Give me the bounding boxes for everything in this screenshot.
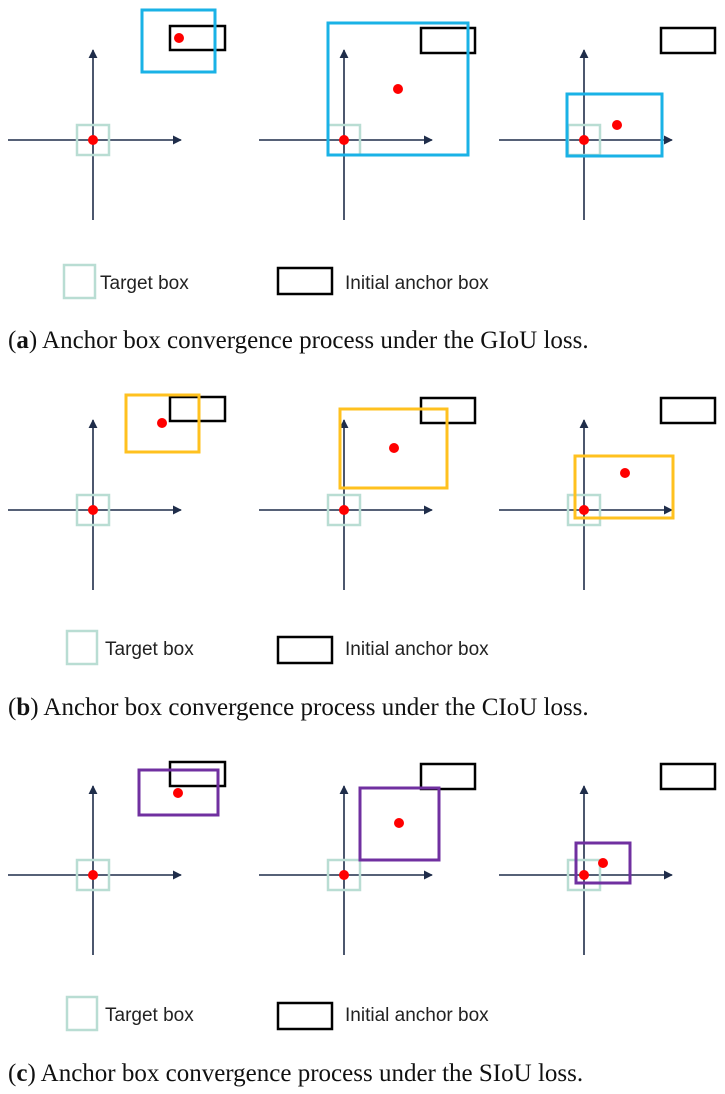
- panel-a: Target box Initial anchor box (a) Anchor b…: [8, 8, 717, 354]
- target-box: [326, 858, 362, 892]
- target-center-point: [579, 135, 589, 145]
- initial-anchor-box: [168, 760, 227, 788]
- caption-open-paren: (: [8, 1060, 16, 1087]
- panel-a-step-2: [259, 21, 477, 220]
- panel-c-step-2: [259, 762, 477, 955]
- caption-open-paren: (: [8, 327, 16, 354]
- legend-b: Target box Initial anchor box: [65, 629, 489, 666]
- legend-target-swatch: [65, 629, 99, 666]
- target-center-point: [579, 870, 589, 880]
- predicted-box: [140, 8, 217, 74]
- target-center-point: [339, 135, 349, 145]
- predicted-center-point: [394, 818, 404, 828]
- panel-c: Target box Initial anchor box (c) Anchor b…: [8, 760, 717, 1087]
- caption-letter: b: [16, 694, 30, 721]
- predicted-center-point: [598, 858, 608, 868]
- target-center-point: [339, 870, 349, 880]
- predicted-center-point: [620, 468, 630, 478]
- predicted-box: [574, 841, 632, 885]
- predicted-center-point: [157, 418, 167, 428]
- predicted-center-point: [389, 443, 399, 453]
- target-box: [326, 493, 362, 527]
- legend-target-label: Target box: [100, 273, 189, 294]
- predicted-box: [338, 407, 449, 490]
- legend-anchor-swatch: [276, 266, 334, 296]
- target-box: [75, 858, 111, 892]
- caption-letter: c: [16, 1060, 27, 1087]
- caption-text: Anchor box convergence process under the…: [37, 327, 588, 354]
- target-box: [75, 493, 111, 527]
- predicted-center-point: [393, 84, 403, 94]
- predicted-box: [565, 92, 664, 158]
- target-center-point: [88, 135, 98, 145]
- panel-a-step-1: [8, 8, 227, 220]
- target-center-point: [579, 505, 589, 515]
- predicted-box: [124, 393, 201, 454]
- caption-text: Anchor box convergence process under the…: [36, 1060, 583, 1087]
- initial-anchor-box: [659, 762, 717, 791]
- predicted-box: [573, 454, 675, 520]
- caption-a: (a) Anchor box convergence process under…: [8, 327, 589, 354]
- caption-text: Anchor box convergence process under the…: [39, 694, 589, 721]
- initial-anchor-box: [659, 396, 717, 425]
- panel-c-step-3: [499, 762, 717, 955]
- predicted-center-point: [174, 33, 184, 43]
- predicted-box: [358, 786, 441, 862]
- legend-target-label: Target box: [105, 1005, 194, 1026]
- legend-target-swatch: [62, 263, 97, 300]
- legend-a: Target box Initial anchor box: [62, 263, 489, 300]
- panel-b: Target box Initial anchor box (b) Anchor b…: [8, 393, 717, 721]
- legend-target-swatch: [65, 995, 99, 1032]
- caption-c: (c) Anchor box convergence process under…: [8, 1060, 583, 1087]
- predicted-center-point: [612, 120, 622, 130]
- panel-b-step-3: [499, 396, 717, 590]
- legend-c: Target box Initial anchor box: [65, 995, 489, 1032]
- caption-open-paren: (: [8, 694, 16, 721]
- panel-b-step-2: [259, 396, 477, 590]
- predicted-center-point: [173, 788, 183, 798]
- panel-b-step-1: [8, 393, 227, 590]
- caption-letter: a: [16, 327, 29, 354]
- target-center-point: [88, 870, 98, 880]
- legend-anchor-swatch: [276, 1001, 334, 1031]
- legend-anchor-swatch: [276, 635, 334, 665]
- caption-close-paren: ): [27, 1060, 35, 1087]
- target-center-point: [88, 505, 98, 515]
- initial-anchor-box: [419, 26, 477, 55]
- legend-anchor-label: Initial anchor box: [345, 273, 489, 294]
- legend-anchor-label: Initial anchor box: [345, 639, 489, 660]
- predicted-box: [326, 21, 470, 157]
- initial-anchor-box: [168, 24, 227, 52]
- target-center-point: [339, 505, 349, 515]
- target-box: [566, 493, 602, 527]
- caption-close-paren: ): [29, 327, 37, 354]
- target-box: [75, 123, 111, 157]
- initial-anchor-box: [659, 26, 717, 55]
- caption-b: (b) Anchor box convergence process under…: [8, 694, 589, 721]
- initial-anchor-box: [419, 762, 477, 791]
- panel-c-step-1: [8, 760, 227, 955]
- target-box: [566, 858, 602, 892]
- predicted-box: [137, 768, 220, 817]
- legend-target-label: Target box: [105, 639, 194, 660]
- panel-a-step-3: [499, 26, 717, 220]
- legend-anchor-label: Initial anchor box: [345, 1005, 489, 1026]
- caption-close-paren: ): [30, 694, 38, 721]
